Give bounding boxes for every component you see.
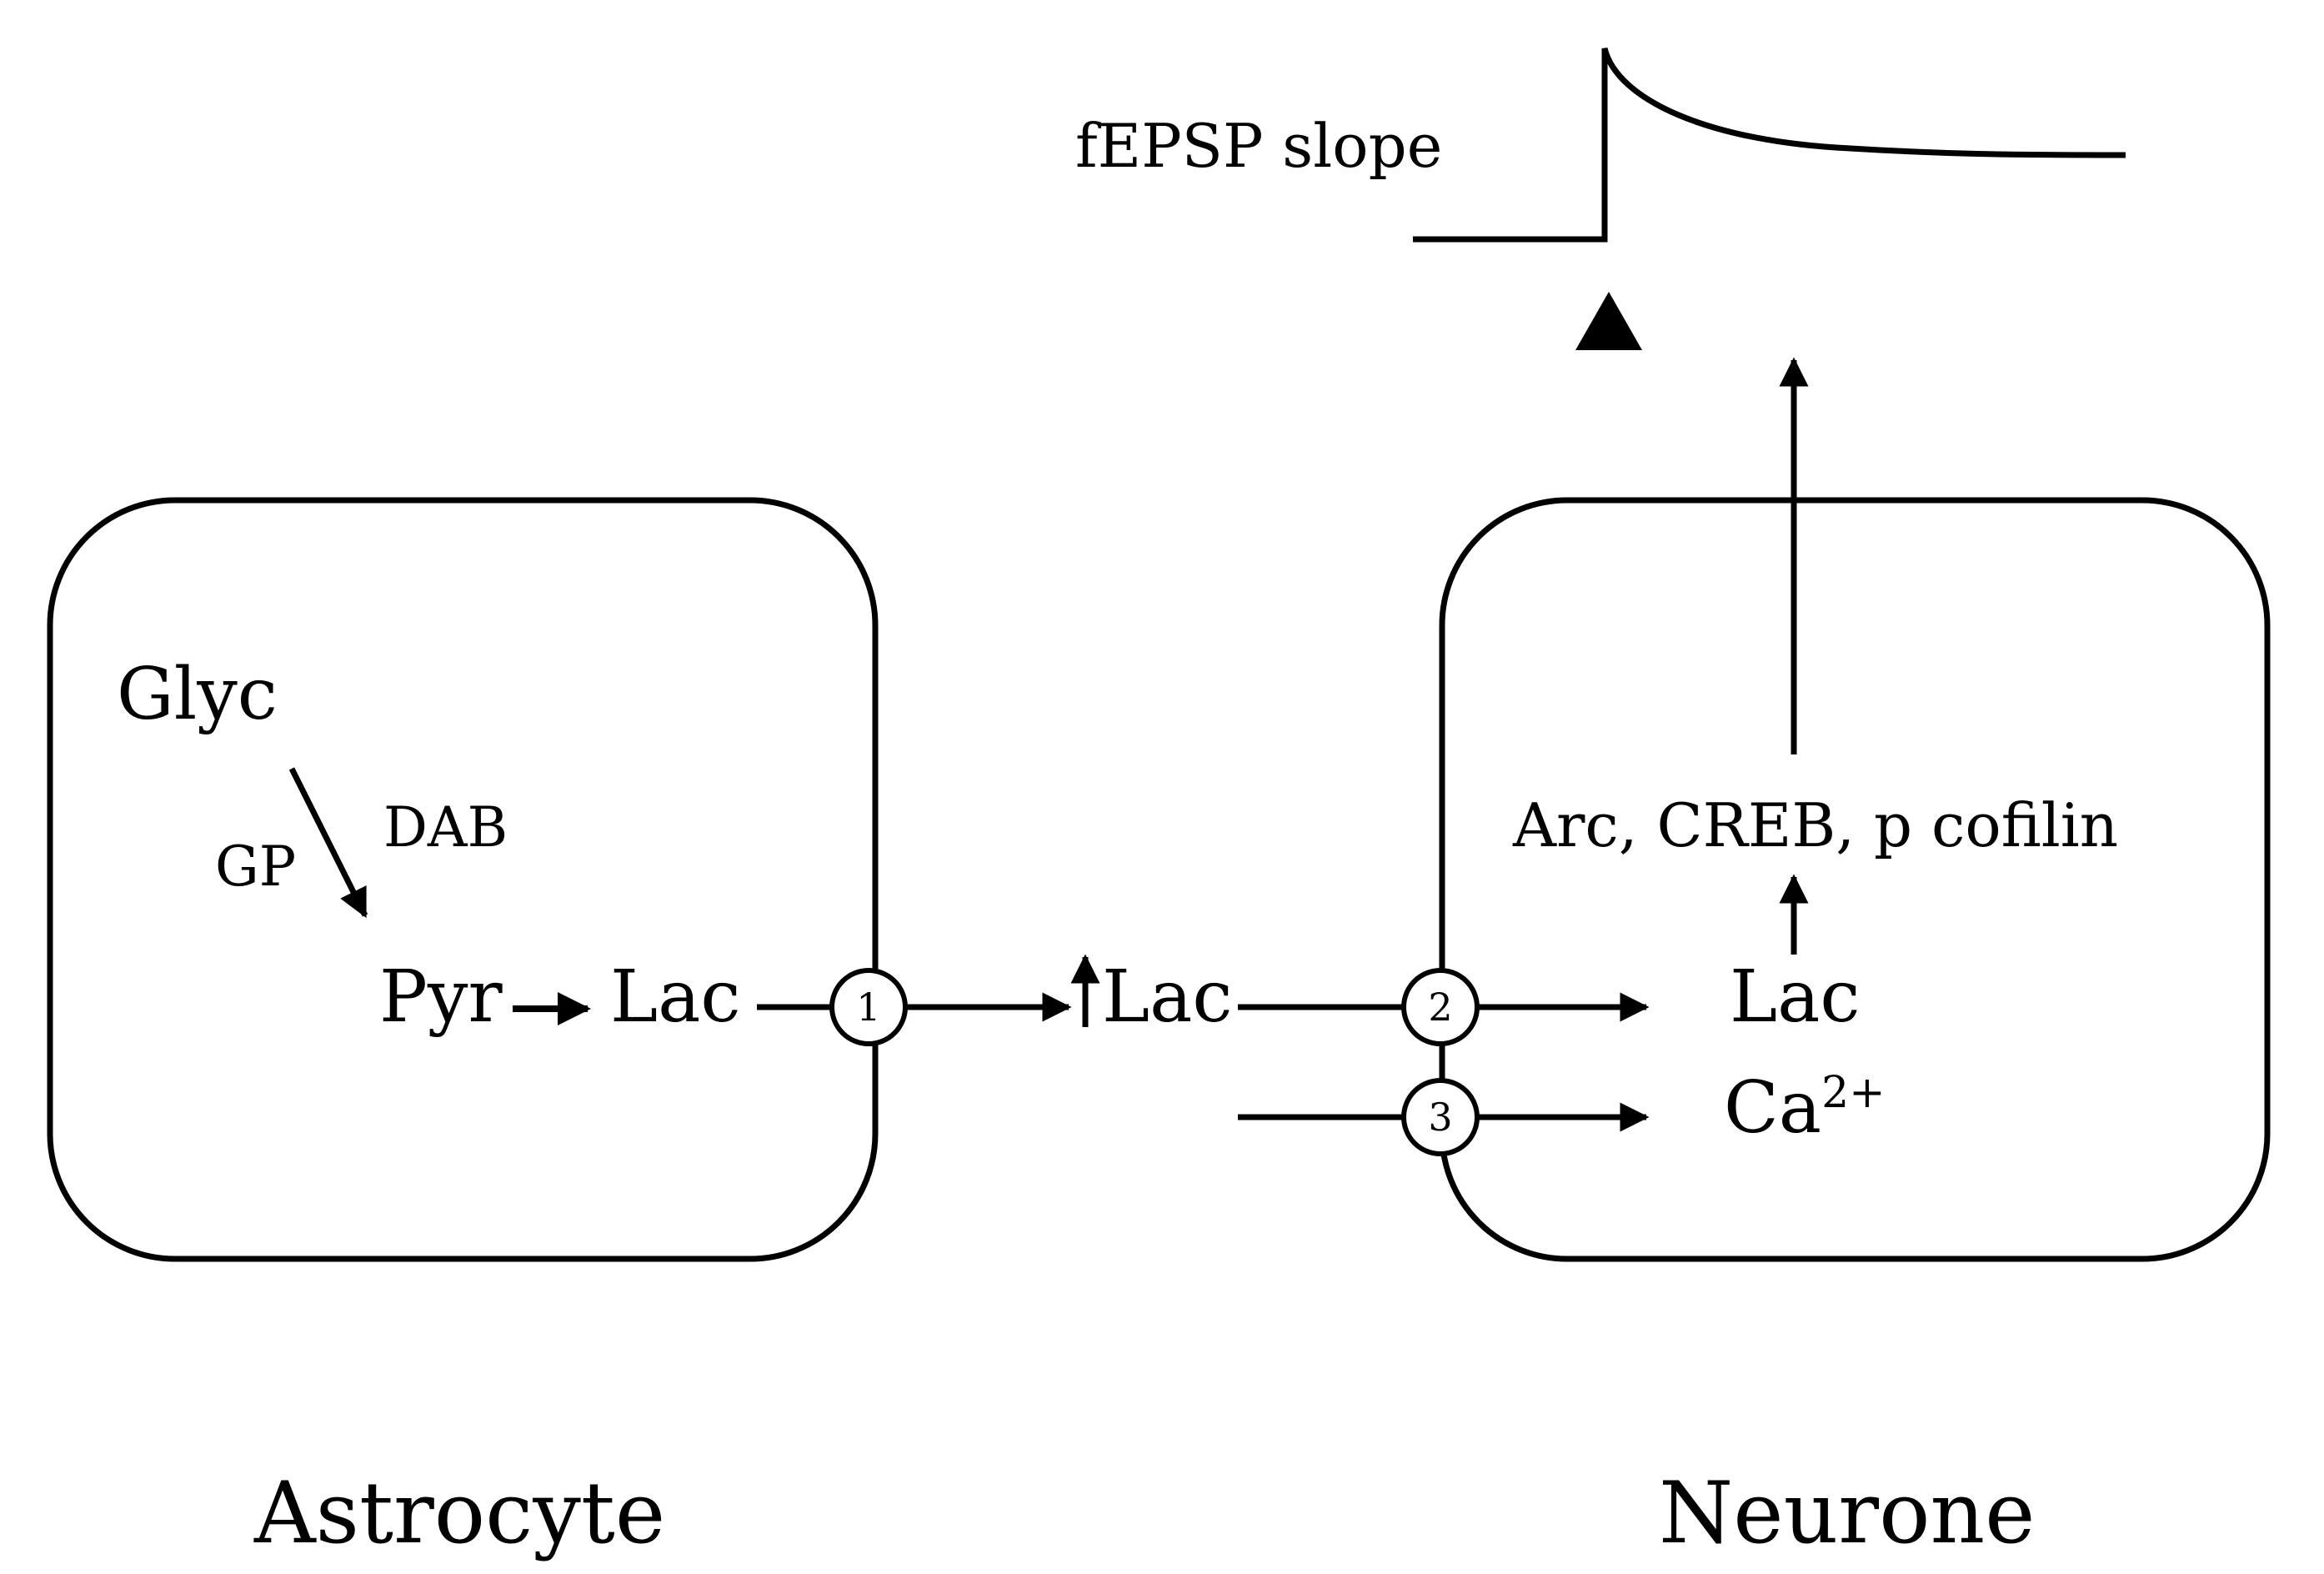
neurone-cell: Arc, CREB, p cofilin Lac Ca2+ Neurone (1439, 357, 2271, 1563)
transporter-3-number: 3 (1428, 1095, 1452, 1140)
fepsp-label: fEPSP slope (1075, 111, 1442, 181)
stimulus-triangle (1575, 292, 1642, 350)
neurone-membrane (1439, 497, 2271, 1262)
neurone-title: Neurone (1659, 1464, 2036, 1563)
dab-inhibitor-label: DAB (383, 795, 508, 860)
transporter-3-circle (1401, 1078, 1480, 1156)
astrocyte-cell: Glyc GP DAB Pyr Lac Astrocyte (47, 497, 879, 1563)
transporter-1: 1 (757, 968, 1072, 1046)
fepsp-trace: fEPSP slope (1075, 48, 2126, 350)
transporter-2-number: 2 (1428, 985, 1452, 1030)
calcium-symbol: Ca (1724, 1066, 1821, 1150)
pyruvate-label: Pyr (379, 955, 503, 1039)
transporter-1-number: 1 (856, 985, 880, 1030)
transporter-1-circle (829, 968, 908, 1046)
astrocyte-lactate-label: Lac (610, 955, 741, 1039)
transporter-2: 2 (1238, 968, 1650, 1046)
gp-enzyme-label: GP (215, 835, 296, 899)
transporter-3: 3 (1238, 1078, 1650, 1156)
glycogen-to-pyruvate-arrow (288, 767, 368, 919)
extracellular-lactate-label: Lac (1102, 955, 1233, 1039)
astrocyte-membrane (47, 497, 879, 1262)
extracellular-space: Lac (1070, 954, 1233, 1039)
glycogen-label: Glyc (117, 653, 278, 736)
calcium-charge: 2+ (1821, 1068, 1886, 1118)
transporter-2-circle (1401, 968, 1480, 1046)
fepsp-curve (1413, 48, 2126, 243)
neurone-lactate-label: Lac (1730, 955, 1861, 1039)
astrocyte-title: Astrocyte (253, 1464, 665, 1563)
calcium-label: Ca2+ (1724, 1066, 1886, 1150)
downstream-targets-label: Arc, CREB, p cofilin (1512, 790, 2118, 860)
